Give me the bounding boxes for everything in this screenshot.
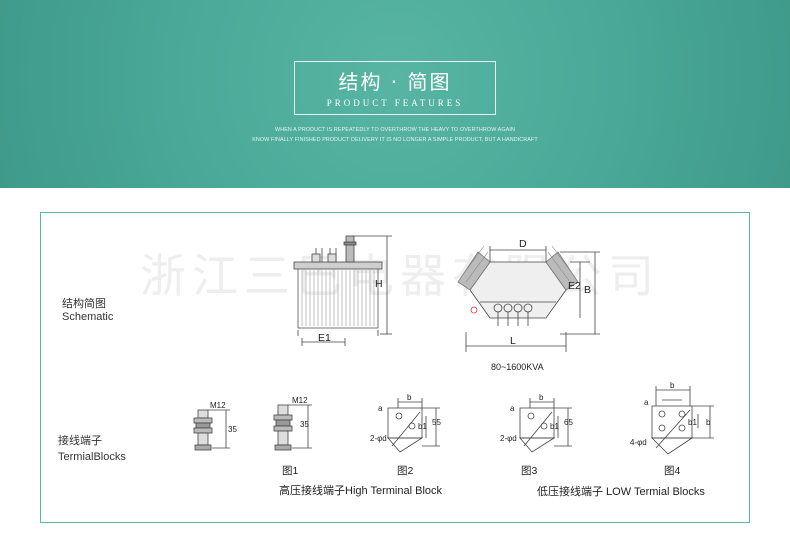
section-title-box: 结构 · 简图 PRODUCT FEATURES	[294, 61, 496, 115]
kva-range-caption: 80~1600KVA	[491, 362, 544, 372]
fig4-b1: b1	[688, 418, 697, 427]
fig1b-m12: M12	[292, 396, 308, 405]
dim-E1: E1	[318, 332, 331, 344]
low-terminal-caption: 低压接线端子 LOW Termial Blocks	[537, 486, 705, 498]
transformer-top-view	[457, 245, 600, 352]
fig1-dim-35: 35	[228, 425, 237, 434]
fig4-b: b	[670, 381, 675, 390]
fig1-m12: M12	[210, 401, 226, 410]
terminal-fig2	[387, 398, 440, 453]
tagline-line-2: KNOW FINALLY FINISHED PRODUCT DELIVERY I…	[252, 137, 538, 143]
dim-H: H	[375, 278, 383, 290]
fig4-caption: 图4	[664, 465, 681, 477]
terminal-label-cn: 接线端子	[58, 435, 102, 447]
tagline-line-1: WHEN A PRODUCT IS REPEATEDLY TO OVERTHRO…	[275, 127, 515, 133]
terminal-fig4	[651, 386, 714, 455]
section-title: 结构 · 简图	[338, 70, 452, 94]
fig4-a: a	[644, 398, 649, 407]
fig2-d: 2-φd	[370, 434, 387, 443]
high-terminal-caption: 高压接线端子High Terminal Block	[279, 485, 443, 497]
dim-D: D	[519, 238, 527, 250]
fig3-b: b	[539, 393, 544, 402]
fig1-caption: 图1	[282, 465, 299, 477]
terminal-fig3	[519, 398, 572, 453]
fig3-65: 65	[564, 418, 573, 427]
transformer-front-view	[293, 235, 392, 346]
dim-L: L	[510, 335, 516, 347]
dim-B: B	[584, 284, 592, 296]
fig2-caption: 图2	[397, 465, 414, 477]
fig4-b-side: b	[706, 418, 711, 427]
fig2-55: 55	[432, 418, 441, 427]
terminal-fig1b	[273, 404, 312, 451]
terminal-fig1	[193, 409, 230, 451]
fig2-b: b	[407, 393, 412, 402]
fig3-caption: 图3	[521, 465, 538, 477]
fig3-d: 2-φd	[500, 434, 517, 443]
fig2-b1: b1	[418, 422, 427, 431]
schematic-label-cn: 结构简图	[62, 298, 106, 310]
schematic-label-en: Schematic	[62, 311, 114, 323]
fig4-d: 4-φd	[630, 438, 647, 447]
fig3-b1: b1	[550, 422, 559, 431]
diagram-panel	[40, 212, 750, 523]
dim-E2: E2	[568, 280, 581, 292]
header-banner: 结构 · 简图 PRODUCT FEATURES WHEN A PRODUCT …	[0, 0, 790, 188]
fig2-a: a	[378, 404, 383, 413]
section-subtitle: PRODUCT FEATURES	[326, 98, 464, 108]
terminal-label-en: TermialBlocks	[58, 451, 126, 463]
fig3-a: a	[510, 404, 515, 413]
fig1b-dim-35: 35	[300, 420, 309, 429]
